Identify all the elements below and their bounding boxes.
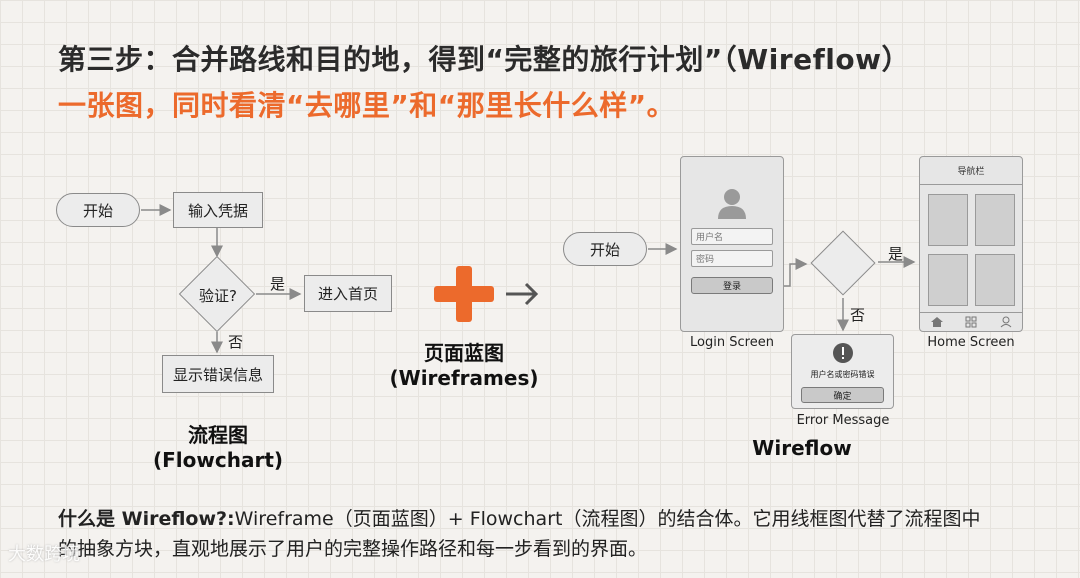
definition-line-1: Wireframe（页面蓝图）+ Flowchart（流程图）的结合体。它用线框… (234, 508, 981, 530)
wireflow-caption: Wireflow (752, 436, 852, 460)
home-tile[interactable] (928, 254, 968, 306)
flowchart-caption-cn: 流程图 (188, 423, 248, 447)
wireframes-caption-en: (Wireframes) (389, 366, 539, 390)
flow-decision-label: 验证? (199, 287, 237, 305)
flow-yes-label: 是 (270, 275, 286, 293)
login-button[interactable]: 登录 (691, 277, 773, 294)
error-message-text: 用户名或密码错误 (810, 370, 875, 379)
wireflow-start-node: 开始 (563, 232, 647, 266)
flow-error-node: 显示错误信息 (162, 355, 274, 393)
flow-home-node: 进入首页 (304, 275, 392, 312)
login-screen: 用户名 密码 登录 (680, 156, 784, 332)
arrow-right-icon (506, 282, 539, 306)
definition-paragraph: 什么是 Wireflow?:Wireframe（页面蓝图）+ Flowchart… (58, 504, 1026, 564)
wireframes-caption-cn: 页面蓝图 (424, 341, 504, 365)
heading-line-1: 第三步：合并路线和目的地，得到“完整的旅行计划”（Wireflow） (58, 43, 910, 76)
home-screen: 导航栏 (919, 156, 1023, 332)
login-screen-caption: Login Screen (690, 335, 774, 350)
home-screen-caption: Home Screen (927, 335, 1015, 350)
alert-icon (833, 343, 853, 363)
wireflow-no-label: 否 (850, 306, 866, 324)
plus-icon (434, 266, 494, 322)
confirm-button[interactable]: 确定 (801, 387, 884, 403)
wireflow-yes-label: 是 (888, 245, 904, 263)
home-nav-bar: 导航栏 (920, 157, 1022, 185)
heading-line-2: 一张图，同时看清“去哪里”和“那里长什么样”。 (58, 89, 676, 122)
flow-no-label: 否 (228, 333, 244, 351)
flow-start-node: 开始 (56, 193, 140, 227)
password-field[interactable]: 密码 (691, 250, 773, 267)
home-icon[interactable] (930, 316, 944, 328)
watermark-logo: 大数跨境 (8, 544, 80, 565)
definition-term: 什么是 Wireflow?: (58, 508, 235, 530)
error-message-box: 用户名或密码错误 确定 (791, 334, 894, 409)
user-avatar-icon (718, 189, 746, 219)
profile-icon[interactable] (1000, 316, 1012, 328)
home-tile[interactable] (975, 254, 1015, 306)
home-tile[interactable] (928, 194, 968, 246)
username-field[interactable]: 用户名 (691, 228, 773, 245)
flow-input-node: 输入凭据 (173, 192, 263, 228)
definition-line-2: 的抽象方块，直观地展示了用户的完整操作路径和每一步看到的界面。 (58, 538, 648, 560)
grid-icon[interactable] (965, 316, 977, 328)
error-message-caption: Error Message (796, 413, 890, 428)
flowchart-caption-en: (Flowchart) (152, 448, 284, 472)
home-tile[interactable] (975, 194, 1015, 246)
